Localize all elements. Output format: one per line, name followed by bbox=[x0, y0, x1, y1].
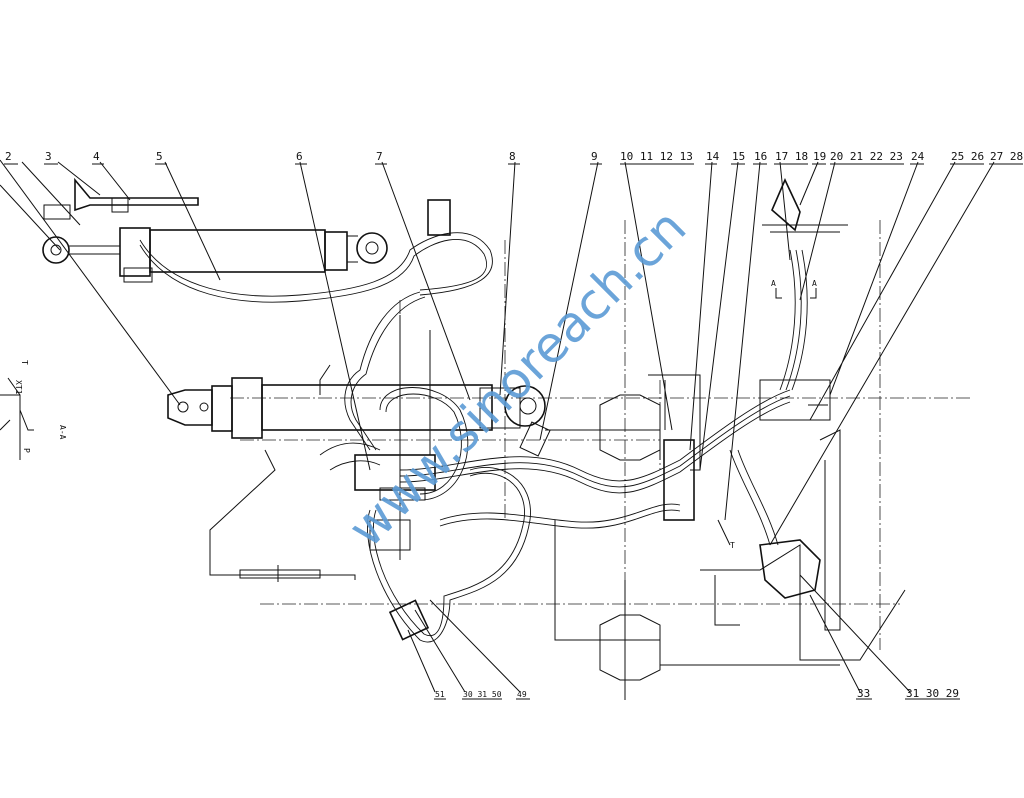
part-label: 8 bbox=[509, 150, 516, 163]
section-labels: A-A T XT1 P A A T bbox=[14, 279, 817, 550]
part-label: 27 28 bbox=[990, 150, 1023, 163]
part-label: 51 bbox=[435, 690, 445, 699]
part-label: 49 bbox=[517, 690, 527, 699]
part-label: 2 bbox=[5, 150, 12, 163]
part-label: 19 bbox=[813, 150, 826, 163]
part-label: 7 bbox=[376, 150, 383, 163]
valve-blocks bbox=[354, 199, 695, 641]
port-label-t: T bbox=[730, 541, 735, 550]
part-label: 10 11 12 13 bbox=[620, 150, 693, 163]
leader-lines bbox=[0, 159, 995, 700]
part-label: 9 bbox=[591, 150, 598, 163]
part-label: 24 bbox=[911, 150, 925, 163]
part-label: 5 bbox=[156, 150, 163, 163]
part-label: 33 bbox=[857, 687, 870, 700]
label-underlines bbox=[4, 163, 1023, 700]
section-marks bbox=[0, 288, 817, 460]
part-label: 17 18 bbox=[775, 150, 808, 163]
part-label: 31 30 29 bbox=[906, 687, 959, 700]
side-label-t: T bbox=[20, 360, 29, 365]
hydraulic-hoses bbox=[139, 232, 808, 643]
top-part-labels: 2 3 4 5 6 7 8 9 10 11 12 13 14 15 16 17 … bbox=[5, 150, 1023, 163]
part-label: 20 21 22 23 bbox=[830, 150, 903, 163]
part-label: 15 bbox=[732, 150, 745, 163]
lower-cylinder bbox=[167, 377, 546, 439]
part-label: 6 bbox=[296, 150, 303, 163]
part-label: 30 31 50 bbox=[463, 690, 502, 699]
part-label: 3 bbox=[45, 150, 52, 163]
side-label-xt1: XT1 bbox=[14, 380, 23, 395]
upper-cylinder bbox=[42, 177, 388, 283]
bottom-part-labels: 51 30 31 50 49 33 31 30 29 bbox=[435, 687, 959, 700]
part-label: 4 bbox=[93, 150, 100, 163]
view-mark-a: A bbox=[771, 279, 776, 288]
section-label: A-A bbox=[58, 425, 67, 440]
frame-outline bbox=[209, 178, 906, 681]
part-label: 25 26 bbox=[951, 150, 984, 163]
part-label: 16 bbox=[754, 150, 767, 163]
view-mark-a: A bbox=[812, 279, 817, 288]
side-label-p: P bbox=[22, 448, 31, 453]
part-label: 14 bbox=[706, 150, 720, 163]
